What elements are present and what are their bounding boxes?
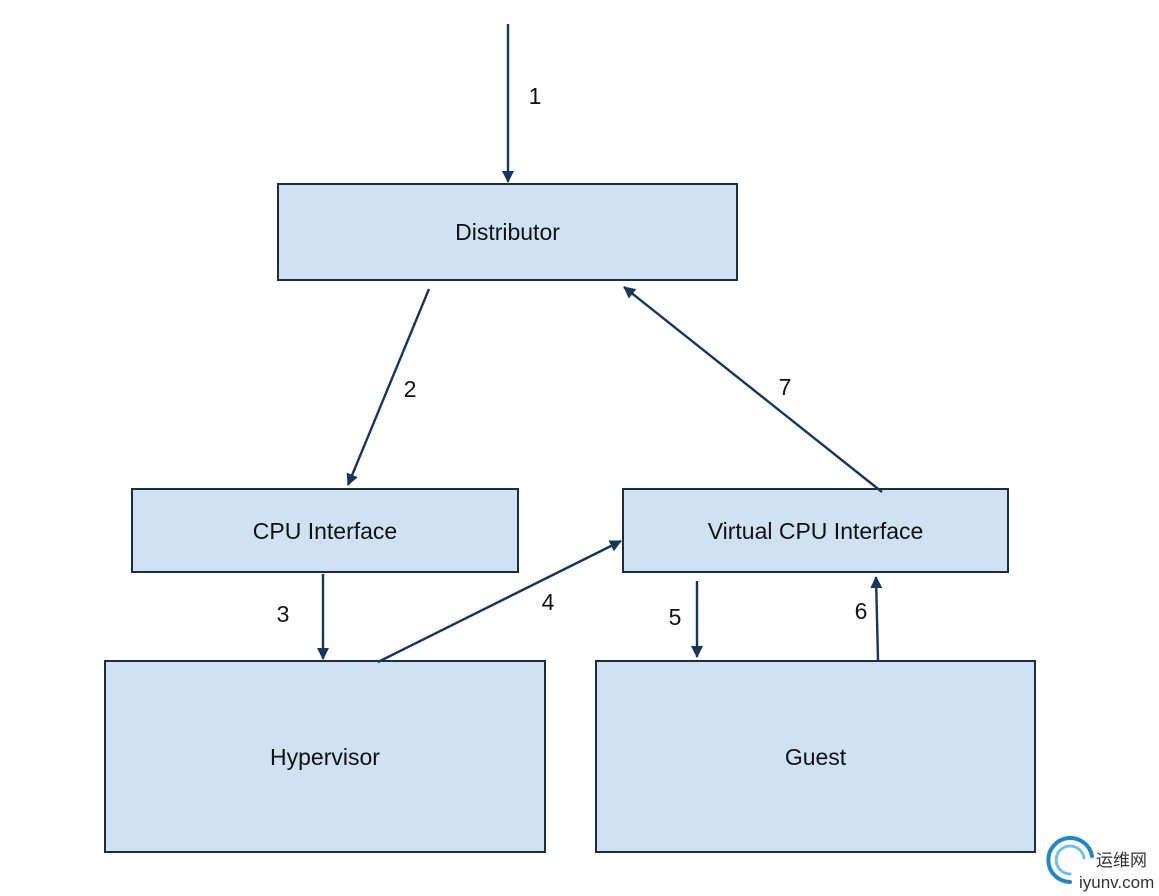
- arrow-1: 1: [502, 24, 542, 183]
- watermark-logo-icon: [1046, 836, 1094, 884]
- arrow-1-label: 1: [529, 83, 542, 109]
- arrow-3-label: 3: [277, 601, 290, 627]
- arrow-4: 4: [377, 539, 622, 664]
- arrow-6-label: 6: [855, 598, 868, 624]
- cpu-interface-label: CPU Interface: [253, 518, 397, 544]
- arrow-4-label: 4: [542, 589, 555, 615]
- arrow-3: 3: [277, 574, 329, 660]
- cpu-interface-box: CPU Interface: [131, 488, 519, 573]
- arrow-2-label: 2: [404, 376, 417, 402]
- arrow-7: 7: [623, 286, 883, 493]
- arrow-7-label: 7: [779, 374, 792, 400]
- watermark-site: iyunv.com: [1079, 873, 1154, 892]
- arrow-5: 5: [669, 581, 703, 658]
- guest-box: Guest: [595, 660, 1036, 853]
- arrow-5-label: 5: [669, 604, 682, 630]
- watermark: 运维网 iyunv.com: [1046, 836, 1154, 892]
- watermark-chinese: 运维网: [1096, 851, 1147, 870]
- distributor-box: Distributor: [277, 183, 738, 281]
- guest-label: Guest: [785, 744, 847, 770]
- distributor-label: Distributor: [455, 219, 560, 245]
- arrow-2: 2: [346, 288, 431, 486]
- hypervisor-box: Hypervisor: [104, 660, 546, 853]
- hypervisor-label: Hypervisor: [270, 744, 380, 770]
- arrow-6: 6: [855, 576, 883, 661]
- virtual-cpu-interface-box: Virtual CPU Interface: [622, 488, 1009, 573]
- virtual-cpu-interface-label: Virtual CPU Interface: [708, 518, 924, 544]
